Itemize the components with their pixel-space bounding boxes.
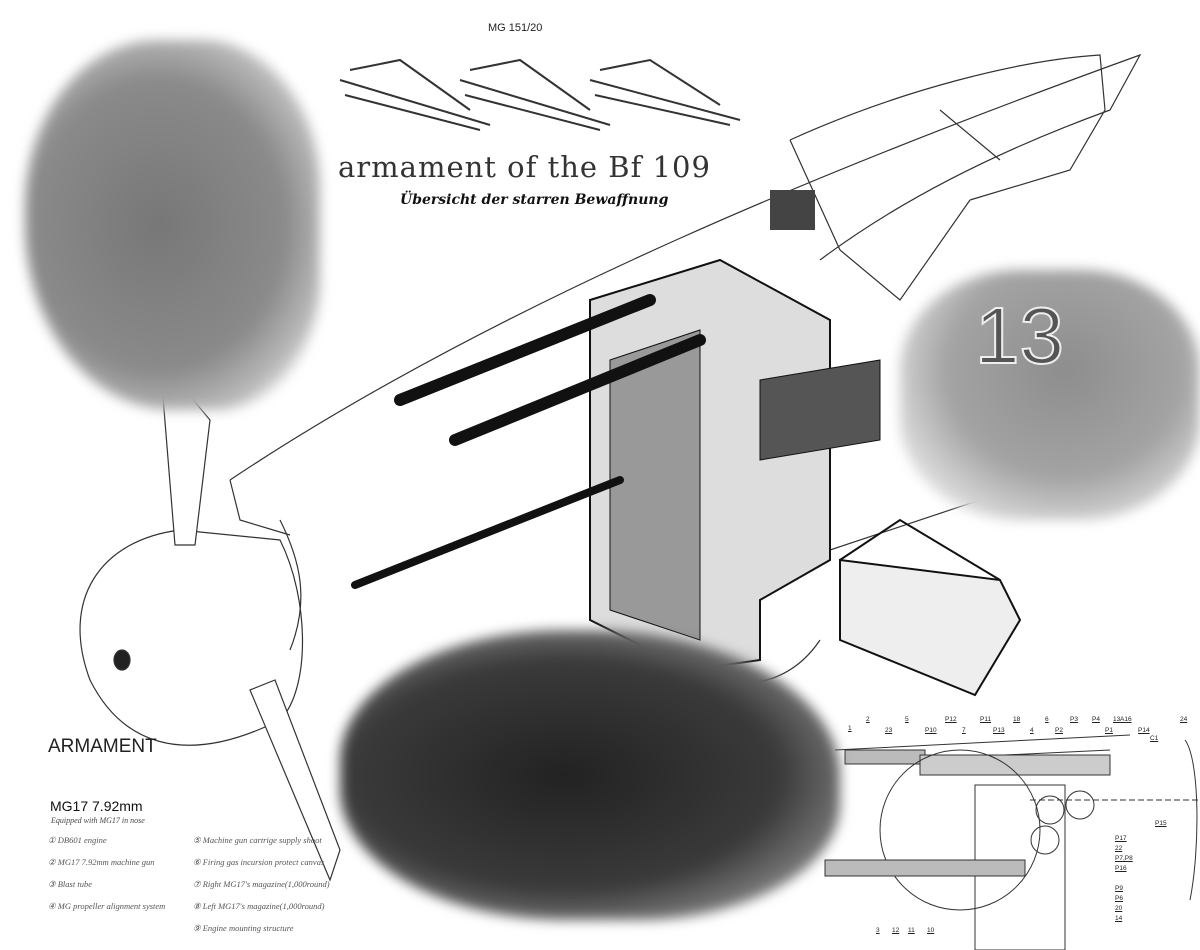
legend-title: ARMAMENT xyxy=(48,736,157,757)
page-subtitle: Übersicht der starren Bewaffnung xyxy=(400,192,669,208)
schematic-label: P11 xyxy=(980,716,992,723)
photo-aircraft-13 xyxy=(900,270,1200,520)
cutaway-gun-assembly xyxy=(351,190,1022,697)
legend-gun-sub: Equipped with MG17 in nose xyxy=(51,816,145,825)
page-title: armament of the Bf 109 xyxy=(338,150,711,184)
photo-ground-crew xyxy=(25,40,320,410)
schematic-label: P10 xyxy=(925,727,937,734)
schematic-label: 24 xyxy=(1180,716,1188,723)
schematic-label: 1 xyxy=(848,725,852,732)
legend-item: ⑨ Engine mounting structure xyxy=(193,923,294,933)
schematic-label: 14 xyxy=(1115,915,1123,922)
schematic-label: 20 xyxy=(1115,905,1123,912)
schematic-label: 23 xyxy=(885,727,893,734)
legend-item: ⑦ Right MG17's magazine(1,000round) xyxy=(193,879,330,889)
schematic-label: P17 xyxy=(1115,835,1127,842)
schematic-label: 3 xyxy=(876,927,880,934)
schematic-label: P12 xyxy=(945,716,957,723)
schematic-label: 6 xyxy=(1045,716,1049,723)
schematic-label: A16 xyxy=(1120,716,1132,723)
legend-item: ⑤ Machine gun cartrige supply shoot xyxy=(193,835,322,845)
legend-item: ⑥ Firing gas incursion protect canvas xyxy=(193,857,325,867)
mg151-diagrams xyxy=(339,58,741,131)
schematic-label: 22 xyxy=(1115,845,1123,852)
schematic-label: P14 xyxy=(1138,727,1150,734)
legend-item: ④ MG propeller alignment system xyxy=(48,901,166,911)
schematic-label: C1 xyxy=(1150,735,1159,742)
schematic-label: P13 xyxy=(993,727,1005,734)
schematic-label: 12 xyxy=(892,927,900,934)
schematic-label: P9 xyxy=(1115,885,1123,892)
schematic-label: P3 xyxy=(1070,716,1078,723)
schematic-label: P6 xyxy=(1115,895,1123,902)
schematic-label: P7,P8 xyxy=(1115,855,1133,862)
schematic-label: P1 xyxy=(1105,727,1113,734)
photo-armorer xyxy=(340,630,840,920)
schematic-label: P15 xyxy=(1155,820,1167,827)
schematic-drawing xyxy=(824,734,1200,950)
schematic-label: 18 xyxy=(1013,716,1021,723)
legend-item: ⑧ Left MG17's magazine(1,000round) xyxy=(193,901,325,911)
fuselage-number: 13 xyxy=(974,290,1065,381)
schematic-label: P2 xyxy=(1055,727,1063,734)
schematic-label: 5 xyxy=(905,716,909,723)
schematic-label: 4 xyxy=(1030,727,1034,734)
schematic-label: 2 xyxy=(866,716,870,723)
schematic-label: 13 xyxy=(1113,716,1121,723)
legend-item: ① DB601 engine xyxy=(48,835,107,845)
legend-item: ② MG17 7.92mm machine gun xyxy=(48,857,155,867)
schematic-label: P4 xyxy=(1092,716,1100,723)
schematic-label: 10 xyxy=(927,927,935,934)
legend-item: ③ Blast tube xyxy=(48,879,92,889)
mg151-label: MG 151/20 xyxy=(488,22,543,34)
schematic-label: P16 xyxy=(1115,865,1127,872)
schematic-label: 11 xyxy=(908,927,915,934)
legend-gun: MG17 7.92mm xyxy=(50,798,143,814)
schematic-label: 7 xyxy=(962,727,966,734)
